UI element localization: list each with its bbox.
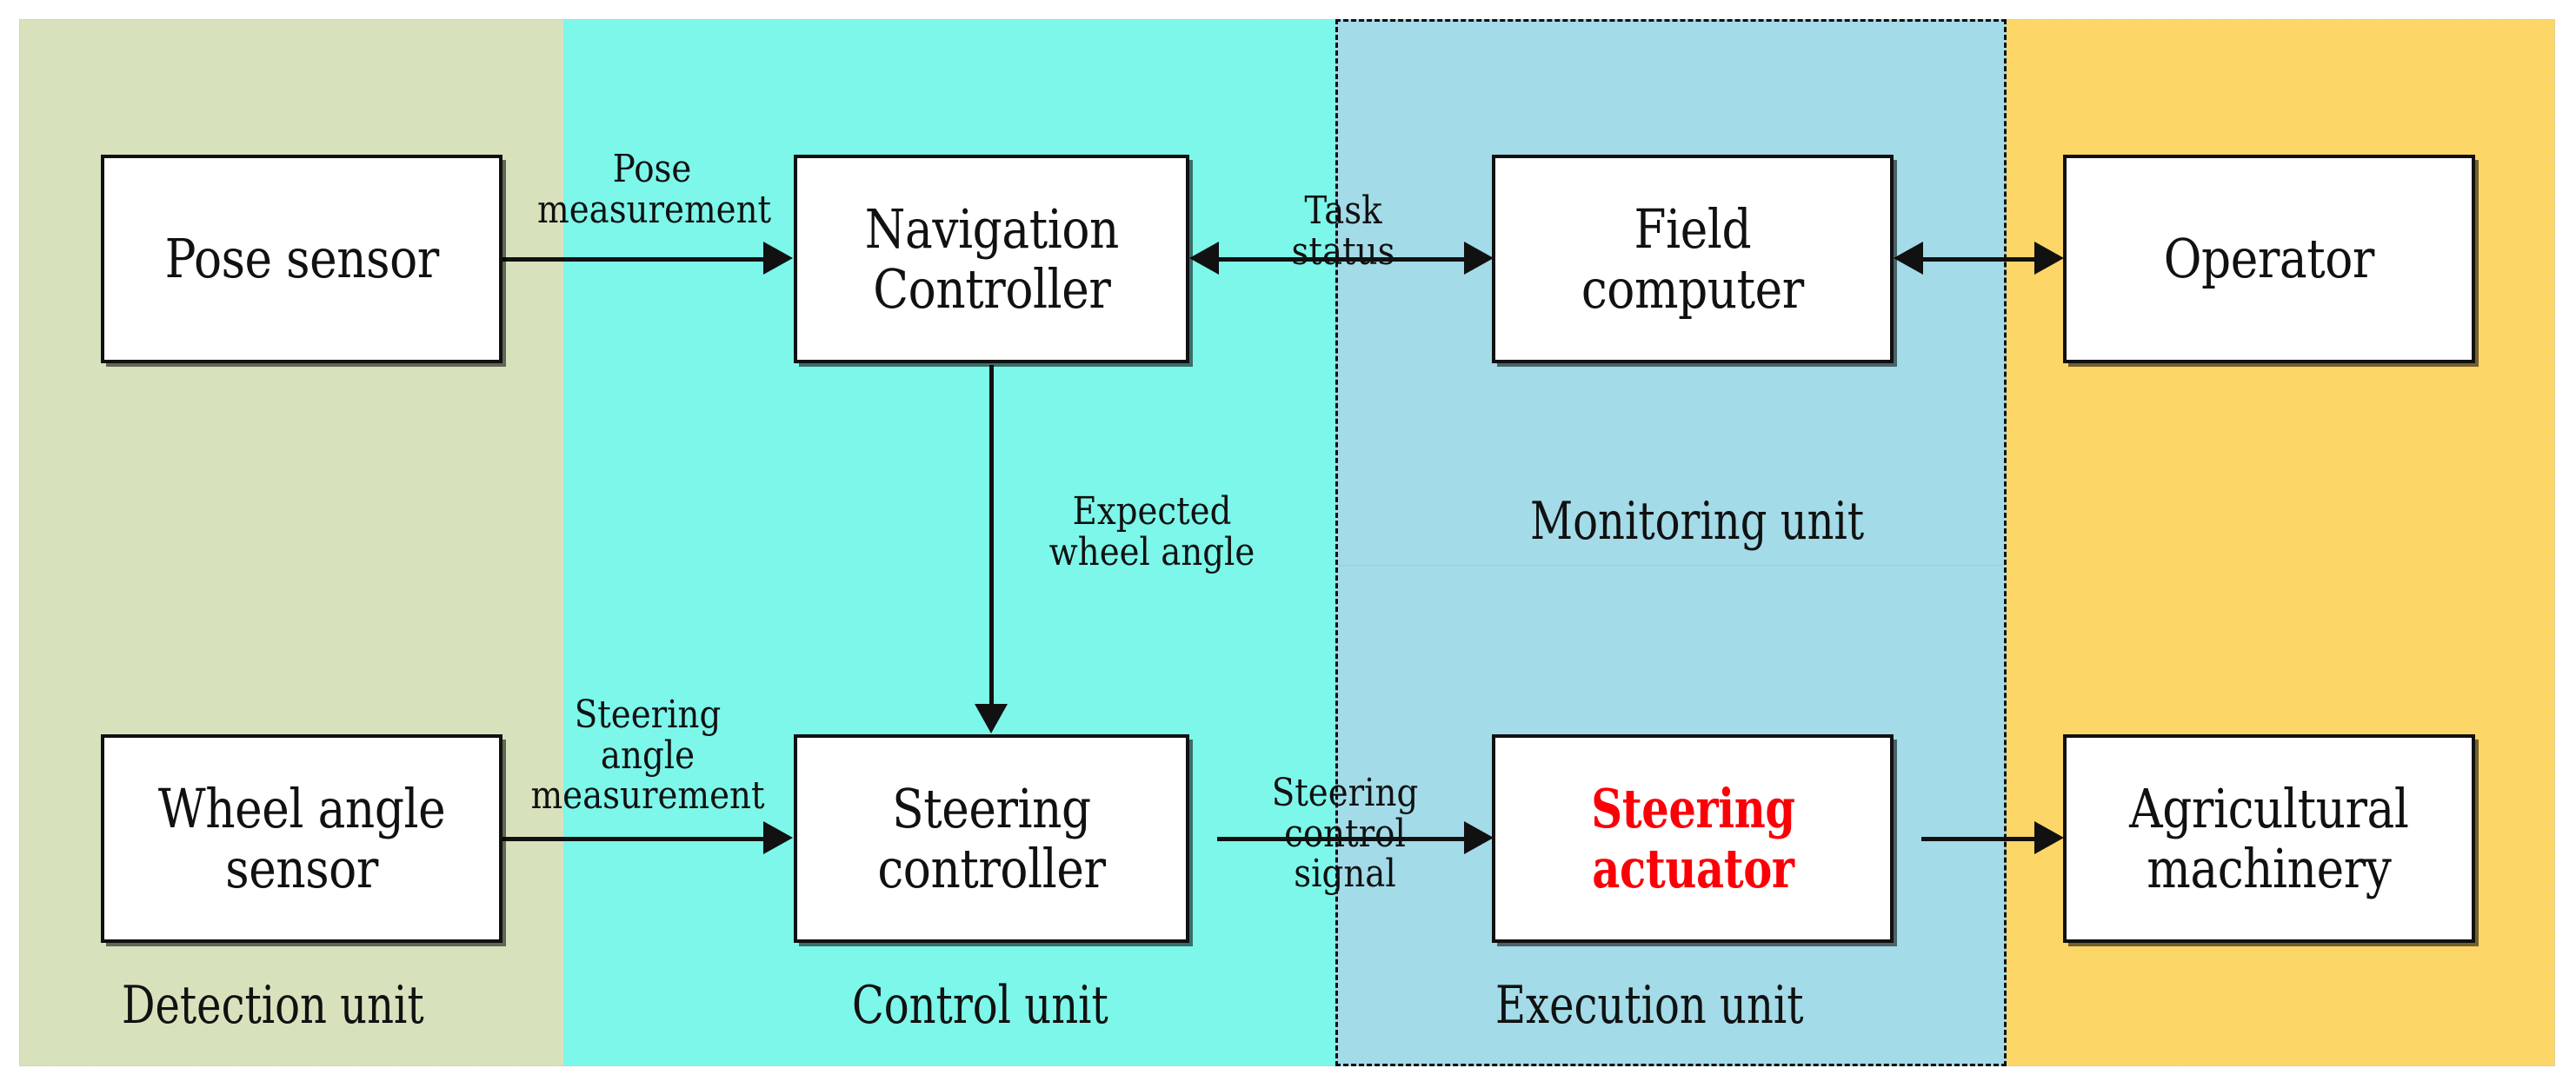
- edge-label-steering-control-signal: Steering control signal: [1271, 771, 1419, 897]
- edge-label-pose-measurement: Pose measurement: [537, 147, 772, 232]
- edge-pose-sensor-to-navigation-line: [503, 257, 763, 262]
- node-steering-actuator[interactable]: Steering actuator: [1492, 734, 1894, 943]
- node-navigation-controller-label: Navigation Controller: [864, 196, 1119, 321]
- arrow-left-icon: [1189, 242, 1219, 275]
- edge-navigation-to-field-computer-line: [1217, 257, 1464, 262]
- edge-navigation-to-steering-controller-line: [989, 365, 994, 706]
- caption-execution-unit: Execution unit: [1495, 975, 1804, 1036]
- edge-label-task-status: Task status: [1291, 189, 1395, 274]
- node-navigation-controller[interactable]: Navigation Controller: [794, 155, 1189, 363]
- node-steering-actuator-label: Steering actuator: [1590, 776, 1795, 900]
- node-agricultural-machinery-label: Agricultural machinery: [2129, 776, 2409, 900]
- edge-actuator-to-machinery-line: [1921, 837, 2034, 841]
- arrow-right-icon: [1464, 821, 1494, 854]
- node-wheel-angle-sensor[interactable]: Wheel angle sensor: [101, 734, 503, 943]
- caption-monitoring-unit: Monitoring unit: [1530, 491, 1865, 552]
- edge-field-computer-to-operator-line: [1921, 257, 2034, 262]
- node-agricultural-machinery[interactable]: Agricultural machinery: [2063, 734, 2475, 943]
- edge-wheel-sensor-to-steering-controller-line: [503, 837, 763, 841]
- edge-label-steering-angle-measurement: Steering angle measurement: [530, 693, 765, 819]
- node-pose-sensor[interactable]: Pose sensor: [101, 155, 503, 363]
- arrow-right-icon: [2034, 242, 2064, 275]
- monitoring-execution-dashed-frame: [1335, 19, 2007, 1066]
- node-field-computer[interactable]: Field computer: [1492, 155, 1894, 363]
- arrow-right-icon: [2034, 821, 2064, 854]
- caption-detection-unit: Detection unit: [122, 975, 424, 1036]
- node-field-computer-label: Field computer: [1581, 196, 1805, 321]
- node-operator-label: Operator: [2163, 227, 2375, 291]
- arrow-right-icon: [1464, 242, 1494, 275]
- edge-steering-controller-to-actuator-line: [1217, 837, 1464, 841]
- arrow-down-icon: [975, 704, 1008, 733]
- monitoring-unit-divider: [1339, 565, 2003, 566]
- node-pose-sensor-label: Pose sensor: [164, 227, 439, 291]
- node-steering-controller-label: Steering controller: [877, 776, 1106, 900]
- edge-label-expected-wheel-angle: Expected wheel angle: [1048, 489, 1255, 574]
- arrow-right-icon: [763, 821, 793, 854]
- node-steering-controller[interactable]: Steering controller: [794, 734, 1189, 943]
- caption-control-unit: Control unit: [852, 975, 1108, 1036]
- node-wheel-angle-sensor-label: Wheel angle sensor: [157, 776, 446, 900]
- arrow-left-icon: [1894, 242, 1923, 275]
- arrow-right-icon: [763, 242, 793, 275]
- node-operator[interactable]: Operator: [2063, 155, 2475, 363]
